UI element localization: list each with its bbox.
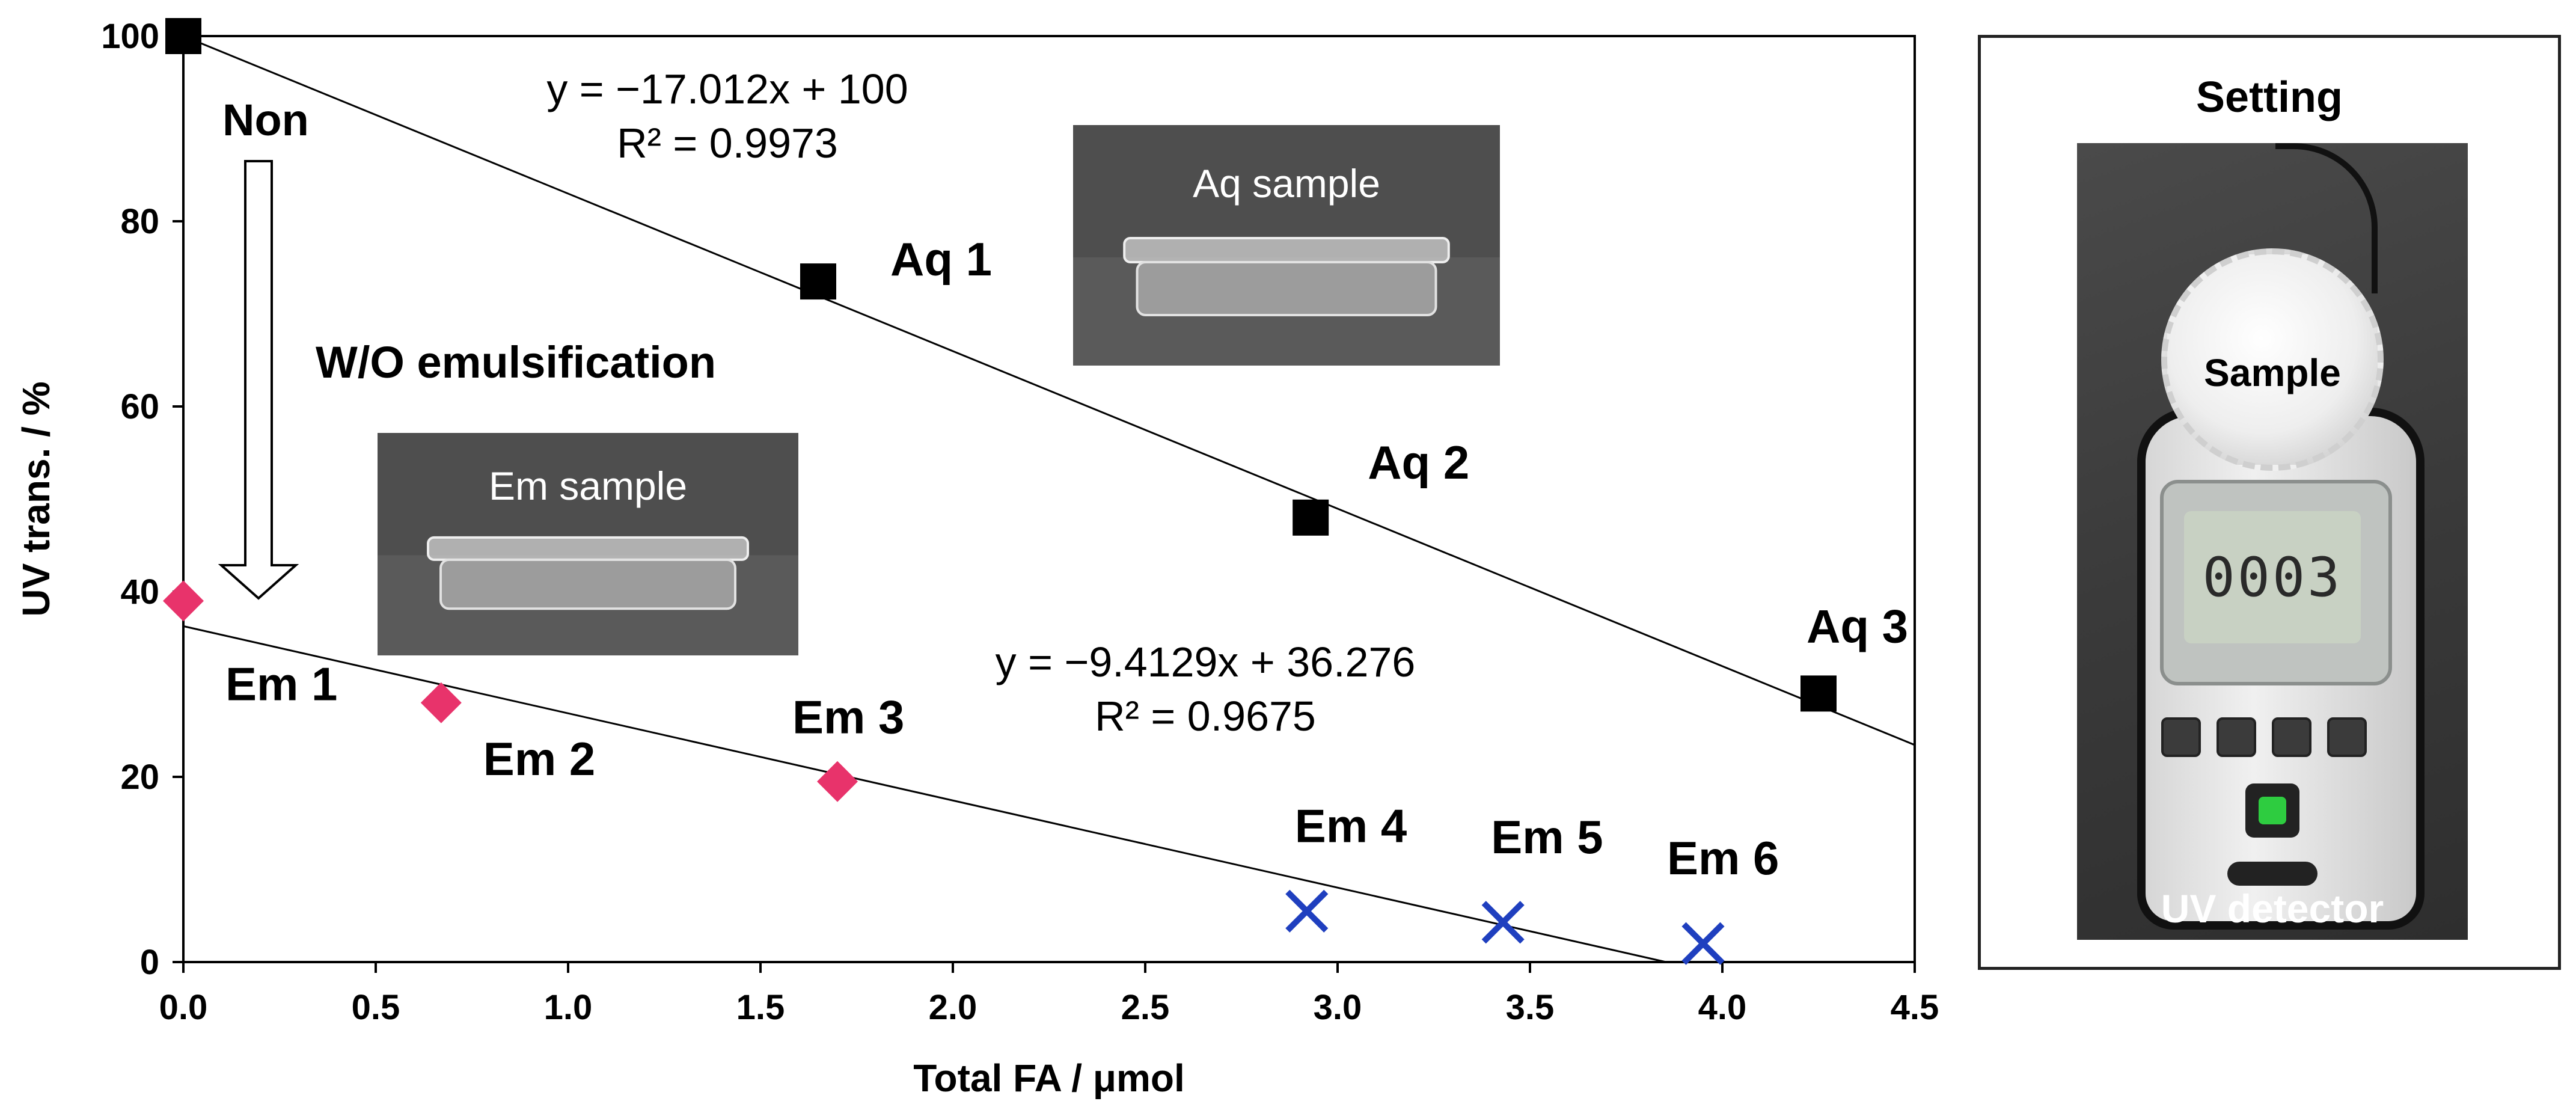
y-tick-label: 80 [120, 202, 159, 241]
x-stroke-2 [1285, 889, 1329, 933]
trendline [183, 625, 1666, 963]
x-tick-label: 0.5 [352, 988, 400, 1027]
x-tick-label: 4.0 [1698, 988, 1747, 1027]
aq-sample-photo-caption: Aq sample [1193, 161, 1380, 206]
y-axis-title: UV trans. / % [14, 381, 58, 616]
aq-point [800, 263, 836, 300]
em-fit-r2: R² = 0.9675 [1095, 693, 1316, 740]
em-point [817, 761, 858, 802]
aq-point [1293, 499, 1329, 536]
aq-point [1800, 675, 1837, 712]
point-label: Em 5 [1491, 811, 1603, 863]
non-label: Non [222, 95, 309, 145]
y-tick-label: 40 [120, 572, 159, 612]
detector-button-2 [2217, 717, 2256, 757]
x-stroke-2 [1681, 922, 1725, 965]
detector-button-4 [2327, 717, 2367, 757]
point-label: Em 6 [1667, 832, 1779, 884]
y-tick-label: 100 [101, 17, 159, 56]
point-label: Em 1 [225, 657, 337, 710]
x-axis-title: Total FA / μmol [913, 1056, 1185, 1100]
power-button [2245, 783, 2299, 838]
point-label: Em 3 [792, 691, 904, 744]
detector-button-3 [2272, 717, 2311, 757]
em-point [420, 682, 462, 723]
detector-button-1 [2161, 717, 2201, 757]
point-label: Aq 1 [890, 233, 992, 286]
x-tick-label: 0.0 [159, 988, 208, 1027]
em-sample-photo-caption: Em sample [489, 464, 687, 508]
em-sample-photo-dish-base [439, 558, 736, 610]
brand-plate [2227, 862, 2317, 886]
x-tick-label: 1.5 [736, 988, 785, 1027]
wo-emulsification-label: W/O emulsification [316, 337, 716, 387]
aq-point [165, 18, 201, 54]
x-tick-label: 2.5 [1121, 988, 1170, 1027]
y-tick-label: 0 [140, 943, 159, 982]
x-tick-label: 1.0 [544, 988, 593, 1027]
sample-label: Sample [2204, 351, 2341, 394]
point-label: Aq 2 [1368, 436, 1469, 489]
plot-frame [182, 35, 1916, 963]
em-point [163, 580, 204, 622]
x-stroke-2 [1481, 901, 1525, 944]
uv-detector-photo: 0003 [2077, 143, 2468, 940]
setting-title: Setting [2196, 73, 2343, 121]
aq-sample-photo: Aq sample [1073, 125, 1500, 366]
uv-detector-label: UV detector [2161, 886, 2384, 931]
y-tick-label: 20 [120, 758, 159, 797]
em-x-point [1285, 889, 1329, 933]
aq-sample-photo-dish-lid [1123, 237, 1450, 263]
setting-panel: Setting 0003 Sample UV detector [1978, 35, 2561, 970]
trendline [183, 35, 1915, 746]
x-tick-label: 4.5 [1891, 988, 1939, 1027]
em-sample-photo: Em sample [378, 433, 798, 655]
point-label: Em 2 [483, 732, 595, 785]
aq-fit-equation: y = −17.012x + 100 [546, 66, 908, 112]
em-x-point [1681, 922, 1725, 965]
aq-fit-r2: R² = 0.9973 [617, 120, 838, 167]
down-arrow-icon [218, 160, 299, 600]
point-label: Em 4 [1295, 799, 1407, 852]
em-sample-photo-dish-lid [427, 536, 749, 561]
em-x-point [1481, 901, 1525, 944]
x-tick-label: 3.0 [1314, 988, 1362, 1027]
lcd-display: 0003 [2184, 511, 2361, 643]
aq-sample-photo-dish-base [1136, 261, 1437, 316]
point-label: Aq 3 [1807, 599, 1908, 652]
x-tick-label: 2.0 [929, 988, 977, 1027]
em-fit-equation: y = −9.4129x + 36.276 [996, 639, 1416, 685]
y-tick-label: 60 [120, 387, 159, 426]
sample-dish-on-sensor [2161, 248, 2384, 471]
x-tick-label: 3.5 [1506, 988, 1555, 1027]
